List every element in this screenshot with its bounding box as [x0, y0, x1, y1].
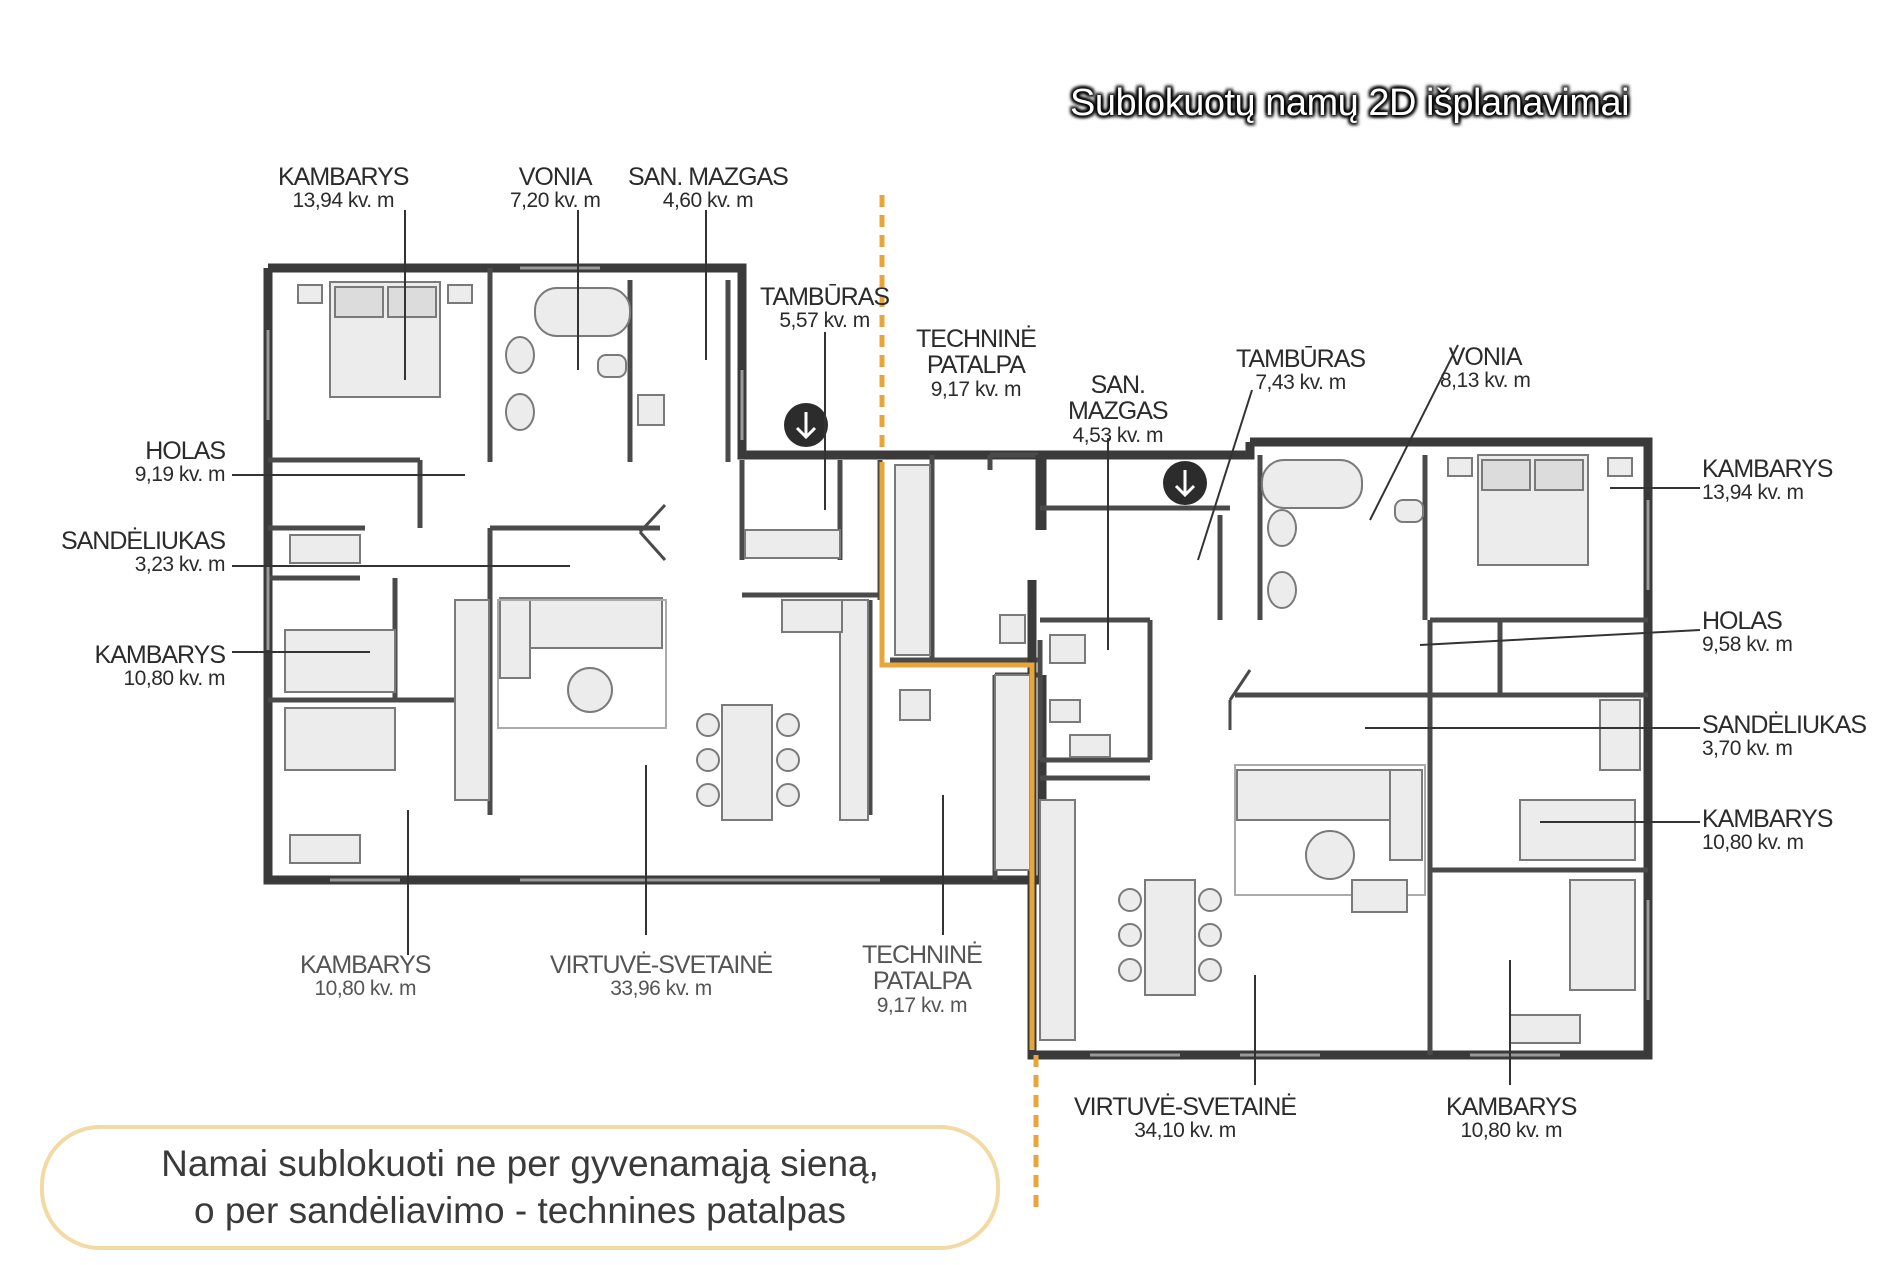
label-right-sandeliukas: SANDĖLIUKAS 3,70 kv. m [1702, 711, 1867, 761]
label-right-kambarys-mid: KAMBARYS 10,80 kv. m [1702, 805, 1833, 855]
right-house-windows [1090, 500, 1650, 1057]
note-box: Namai sublokuoti ne per gyvenamąją sieną… [40, 1125, 1000, 1250]
label-right-tamburas: TAMBŪRAS 7,43 kv. m [1236, 345, 1366, 395]
right-house-doors [1228, 669, 1252, 730]
label-right-holas: HOLAS 9,58 kv. m [1702, 607, 1793, 657]
leader-lines [232, 210, 1701, 1085]
label-left-vonia: VONIA 7,20 kv. m [510, 163, 601, 213]
label-left-virtuve: VIRTUVĖ-SVETAINĖ 33,96 kv. m [550, 951, 773, 1001]
left-house-doors [638, 503, 667, 561]
label-left-sandeliukas: SANDĖLIUKAS 3,23 kv. m [60, 527, 226, 577]
entrance-markers [784, 403, 1207, 505]
label-left-kambarys-mid: KAMBARYS 10,80 kv. m [94, 641, 226, 691]
note-line-1: Namai sublokuoti ne per gyvenamąją sieną… [161, 1143, 879, 1185]
label-left-kambarys-top: KAMBARYS 13,94 kv. m [278, 163, 409, 213]
label-right-kambarys-bottom: KAMBARYS 10,80 kv. m [1446, 1093, 1577, 1143]
label-right-virtuve: VIRTUVĖ-SVETAINĖ 34,10 kv. m [1074, 1093, 1297, 1143]
label-left-san-mazgas: SAN. MAZGAS 4,60 kv. m [628, 163, 789, 213]
diagram-title: Sublokuotų namų 2D išplanavimai [1070, 82, 1630, 124]
note-line-2: o per sandėliavimo - technines patalpas [194, 1189, 846, 1231]
label-left-kambarys-bottom: KAMBARYS 10,80 kv. m [300, 951, 431, 1001]
label-right-kambarys-top: KAMBARYS 13,94 kv. m [1702, 455, 1833, 505]
label-right-vonia: VONIA 8,13 kv. m [1440, 343, 1531, 393]
party-wall-divider [879, 195, 1039, 1210]
label-left-technine-top: TECHNINĖ PATALPA 9,17 kv. m [916, 325, 1037, 401]
label-left-holas: HOLAS 9,19 kv. m [134, 437, 226, 487]
furniture [284, 281, 1641, 1044]
left-house-windows [266, 266, 880, 882]
label-left-technine-bottom: TECHNINĖ PATALPA 9,17 kv. m [862, 941, 983, 1017]
label-right-san-mazgas: SAN. MAZGAS 4,53 kv. m [1068, 371, 1169, 447]
right-house-inner-walls [1037, 455, 1648, 1055]
label-left-tamburas: TAMBŪRAS 5,57 kv. m [760, 283, 890, 333]
